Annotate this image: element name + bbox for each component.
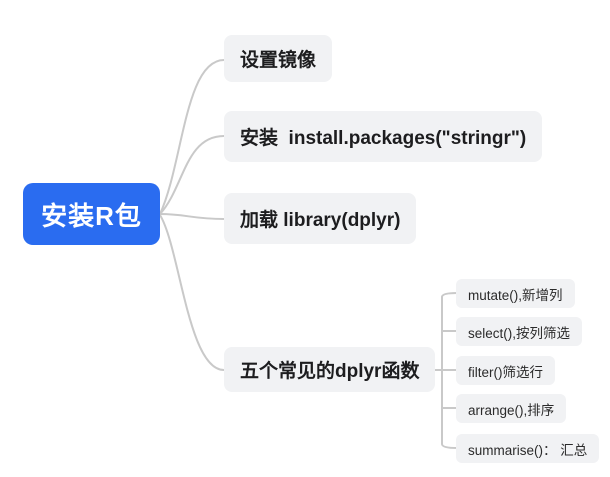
node-select[interactable]: select(),按列筛选 bbox=[456, 317, 583, 346]
node-load-library[interactable]: 加载 library(dplyr) bbox=[224, 193, 417, 244]
node-set-mirror[interactable]: 设置镜像 bbox=[224, 35, 333, 82]
edge-root-to-set-mirror bbox=[159, 59, 225, 215]
node-install-packages[interactable]: 安装 install.packages("stringr") bbox=[224, 111, 543, 162]
edge-root-to-install bbox=[159, 135, 225, 215]
node-summarise[interactable]: summarise()： 汇总 bbox=[456, 434, 600, 463]
node-filter[interactable]: filter()筛选行 bbox=[456, 356, 555, 385]
node-dplyr-functions[interactable]: 五个常见的dplyr函数 bbox=[224, 347, 436, 392]
edge-dplyr-trunk bbox=[441, 292, 458, 449]
node-mutate[interactable]: mutate(),新增列 bbox=[456, 279, 575, 308]
edge-root-to-dplyr-functions bbox=[159, 214, 225, 371]
edge-root-to-load bbox=[159, 213, 225, 220]
node-arrange[interactable]: arrange(),排序 bbox=[456, 394, 567, 423]
node-install-r-package[interactable]: 安装R包 bbox=[23, 183, 160, 245]
